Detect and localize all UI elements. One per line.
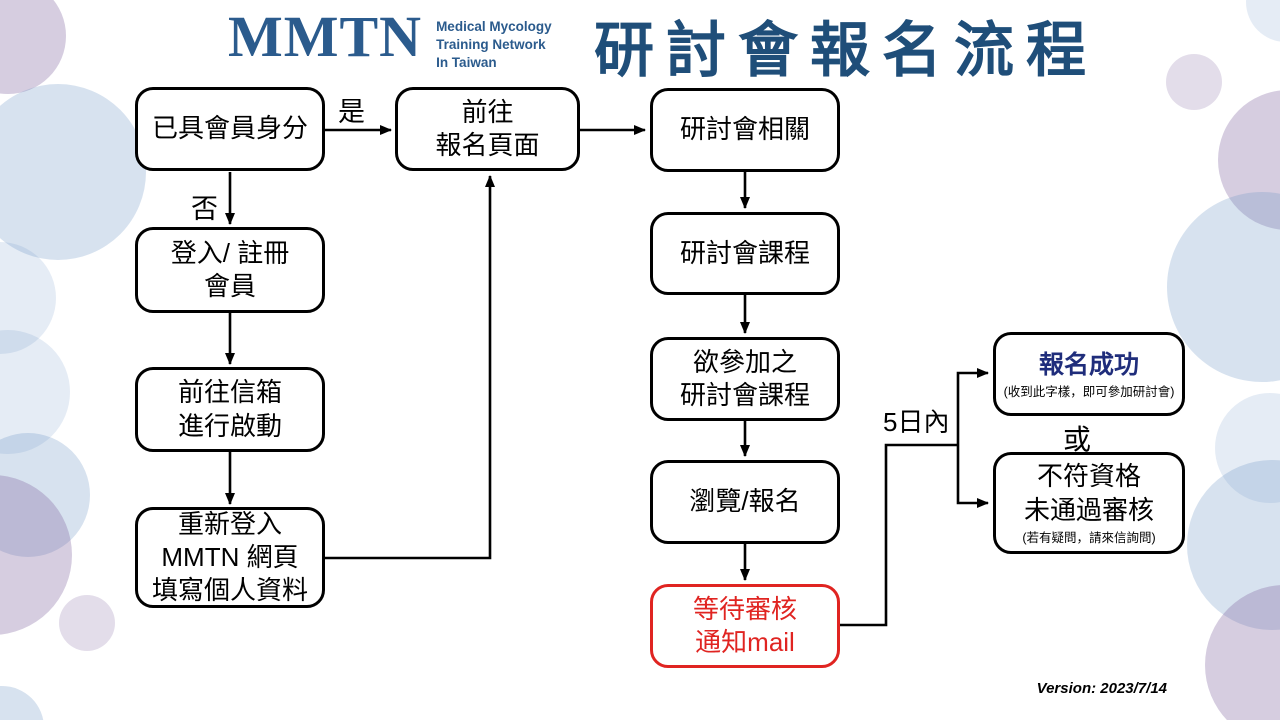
edge-label-no: 否: [191, 194, 218, 224]
node-label: 通知mail: [695, 627, 795, 657]
node-registration-success: 報名成功 (收到此字樣，即可參加研討會): [993, 332, 1185, 416]
logo-subtitle-line: Medical Mycology: [436, 19, 552, 34]
node-label: 重新登入: [177, 508, 282, 539]
decorative-circle: [0, 0, 66, 94]
node-member-status: 已具會員身分: [135, 87, 325, 171]
edge-label-within-days: 5日內: [883, 407, 950, 437]
version-text: Version: 2023/7/14: [1036, 680, 1167, 697]
node-goto-registration: 前往 報名頁面: [395, 87, 580, 171]
node-note: (若有疑問，請來信詢問): [1022, 530, 1156, 545]
decorative-circle: [0, 686, 44, 720]
edge-label-yes: 是: [338, 97, 365, 127]
node-label: 前往信箱: [177, 377, 282, 408]
edge-branch-to-rejected: [956, 445, 989, 508]
edge-relogin-to-registration: [325, 175, 495, 560]
node-label: 已具會員身分: [151, 113, 308, 144]
node-relogin: 重新登入 MMTN 網頁 填寫個人資料: [135, 507, 325, 608]
node-wait-review: 等待審核 通知mail: [650, 584, 840, 668]
node-label: 欲參加之: [692, 346, 797, 377]
node-label: 登入/ 註冊: [170, 237, 290, 268]
node-browse-register: 瀏覽/報名: [650, 460, 840, 544]
node-not-qualified: 不符資格 未通過審核 (若有疑問，請來信詢問): [993, 452, 1185, 554]
decorative-circle: [59, 595, 115, 651]
edge-branch-to-success: [956, 368, 989, 445]
mmtn-logo-subtitle: Medical Mycology Training Network In Tai…: [436, 6, 552, 71]
node-label: 前往: [461, 96, 514, 127]
node-seminar-related: 研討會相關: [650, 88, 840, 172]
mmtn-logo: MMTN Medical Mycology Training Network I…: [228, 6, 552, 71]
node-label: 不符資格: [1036, 461, 1141, 492]
node-seminar-courses: 研討會課程: [650, 212, 840, 295]
decorative-circle: [1246, 0, 1280, 42]
node-label: 會員: [203, 271, 256, 301]
decorative-circle: [1166, 54, 1222, 110]
node-label: 報名頁面: [435, 130, 540, 160]
edge-wait-to-branch: [840, 443, 958, 627]
mmtn-logo-text: MMTN: [228, 4, 423, 69]
logo-subtitle-line: Training Network: [436, 36, 546, 52]
node-login-register: 登入/ 註冊 會員: [135, 227, 325, 313]
node-label: MMTN 網頁: [161, 541, 299, 572]
node-course-to-join: 欲參加之 研討會課程: [650, 337, 840, 421]
node-label: 研討會相關: [679, 114, 810, 145]
node-label: 研討會課程: [679, 237, 810, 268]
edge-label-or: 或: [1063, 424, 1092, 455]
node-label: 填寫個人資料: [151, 575, 308, 606]
node-label: 報名成功: [1038, 350, 1139, 379]
node-note: (收到此字樣，即可參加研討會): [1003, 384, 1175, 399]
node-label: 等待審核: [692, 593, 797, 624]
logo-subtitle-line: In Taiwan: [436, 54, 497, 70]
page-title: 研討會報名流程: [594, 17, 1098, 84]
node-label: 瀏覽/報名: [689, 486, 801, 517]
node-label: 未通過審核: [1023, 494, 1154, 525]
node-mailbox-activate: 前往信箱 進行啟動: [135, 367, 325, 452]
decorative-circle: [0, 84, 146, 260]
node-label: 進行啟動: [177, 410, 282, 441]
node-label: 研討會課程: [679, 380, 810, 410]
